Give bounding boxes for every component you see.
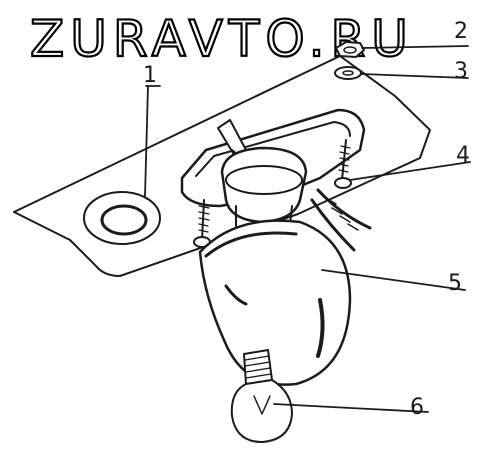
watermark-text: ZURAVTO.RU (30, 10, 414, 68)
callout-1: 1 (143, 63, 157, 88)
callout-6: 6 (410, 395, 424, 420)
callout-4: 4 (456, 143, 470, 168)
wire-harness (310, 188, 372, 252)
callout-2: 2 (454, 19, 468, 44)
reflector-housing (198, 219, 352, 386)
lamp-socket (220, 146, 308, 227)
bulb (230, 349, 293, 443)
callout-5: 5 (448, 271, 462, 296)
leader-lines (144, 45, 471, 413)
washer (334, 66, 362, 80)
nut (335, 41, 365, 58)
callout-3: 3 (454, 59, 468, 84)
screw-right (334, 139, 352, 189)
grommet (83, 191, 161, 245)
